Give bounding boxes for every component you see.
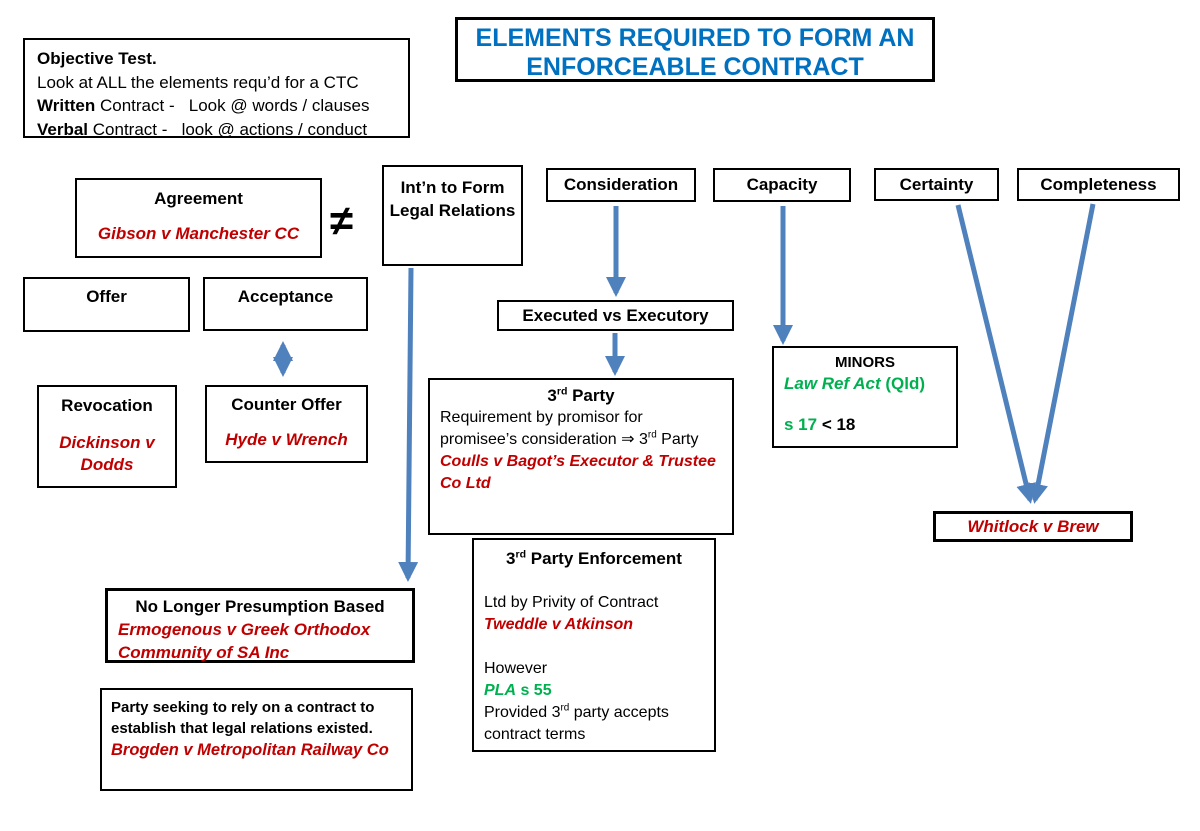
certainty-label: Certainty	[899, 174, 974, 194]
third-party-title: 3rd Party	[547, 385, 615, 405]
arrow-certainty-to-whitlock	[955, 204, 1036, 504]
third-party-enforcement-box: 3rd Party Enforcement Ltd by Privity of …	[472, 538, 716, 752]
agreement-label: Agreement	[154, 189, 243, 208]
consideration-box: Consideration	[546, 168, 696, 202]
enforcement-statute: PLA s 55	[484, 682, 552, 699]
third-party-case: Coulls v Bagot’s Executor & Trustee Co L…	[440, 453, 716, 492]
certainty-box: Certainty	[874, 168, 999, 201]
objective-heading: Objective Test.	[37, 49, 157, 68]
offer-label: Offer	[86, 287, 127, 306]
minors-section: s 17 < 18	[784, 415, 856, 434]
acceptance-label: Acceptance	[237, 287, 334, 306]
capacity-box: Capacity	[713, 168, 851, 202]
whitlock-box: Whitlock v Brew	[933, 511, 1133, 542]
arrow-completeness-to-whitlock	[1028, 203, 1096, 504]
executed-executory-box: Executed vs Executory	[497, 300, 734, 331]
objective-verbal-label: Verbal	[37, 119, 89, 139]
capacity-label: Capacity	[746, 175, 818, 194]
objective-written-rest: Contract - Look @ words / clauses	[95, 96, 370, 115]
minors-label: MINORS	[835, 354, 895, 371]
revocation-box: Revocation Dickinson v Dodds	[37, 385, 177, 488]
minors-box: MINORS Law Ref Act (Qld) s 17 < 18	[772, 346, 958, 448]
objective-test-box: Objective Test. Look at ALL the elements…	[23, 38, 410, 139]
title-box: ELEMENTS REQUIRED TO FORM AN ENFORCEABLE…	[455, 17, 935, 82]
completeness-box: Completeness	[1017, 168, 1180, 201]
not-equal-symbol: ≠	[330, 197, 354, 244]
acceptance-box: Acceptance	[203, 277, 368, 331]
executed-executory-label: Executed vs Executory	[522, 305, 709, 325]
party-seeking-case: Brogden v Metropolitan Railway Co	[111, 741, 389, 759]
counter-offer-box: Counter Offer Hyde v Wrench	[205, 385, 368, 463]
enforcement-however-line: However	[484, 660, 548, 677]
minors-act: Law Ref Act (Qld)	[784, 374, 926, 393]
third-party-body: Requirement by promisor for promisee’s c…	[440, 409, 699, 448]
arrow-intention-to-no-longer	[398, 267, 419, 582]
objective-verbal-rest: Contract - look @ actions / conduct	[88, 119, 368, 139]
party-seeking-box: Party seeking to rely on a contract to e…	[100, 688, 413, 791]
revocation-label: Revocation	[61, 396, 153, 415]
objective-line-2: Look at ALL the elements requ’d for a CT…	[37, 72, 359, 92]
enforcement-provided-line: Provided 3rd party accepts contract term…	[484, 702, 669, 743]
enforcement-case: Tweddle v Atkinson	[484, 616, 634, 633]
no-longer-heading: No Longer Presumption Based	[135, 597, 385, 616]
offer-box: Offer	[23, 277, 190, 332]
no-longer-case: Ermogenous v Greek Orthodox Community of…	[118, 620, 371, 662]
completeness-label: Completeness	[1040, 174, 1157, 194]
revocation-case: Dickinson v Dodds	[59, 433, 155, 474]
intention-box: Int’n to Form Legal Relations	[382, 165, 523, 266]
enforcement-title: 3rd Party Enforcement	[506, 548, 682, 568]
enforcement-privity-line: Ltd by Privity of Contract	[484, 594, 659, 611]
page-title-line-1: ELEMENTS REQUIRED TO FORM AN	[475, 24, 915, 52]
counter-offer-label: Counter Offer	[231, 395, 342, 414]
intention-label: Int’n to Form Legal Relations	[389, 178, 516, 220]
no-longer-presumption-box: No Longer Presumption Based Ermogenous v…	[105, 588, 415, 663]
page-title-line-2: ENFORCEABLE CONTRACT	[526, 53, 864, 81]
consideration-label: Consideration	[563, 175, 679, 194]
whitlock-case: Whitlock v Brew	[967, 516, 1099, 536]
counter-offer-case: Hyde v Wrench	[225, 430, 348, 449]
agreement-case: Gibson v Manchester CC	[97, 224, 300, 243]
agreement-box: Agreement Gibson v Manchester CC	[75, 178, 322, 258]
objective-written-label: Written	[37, 96, 96, 115]
party-seeking-text: Party seeking to rely on a contract to e…	[111, 699, 375, 737]
third-party-box: 3rd Party Requirement by promisor for pr…	[428, 378, 734, 535]
